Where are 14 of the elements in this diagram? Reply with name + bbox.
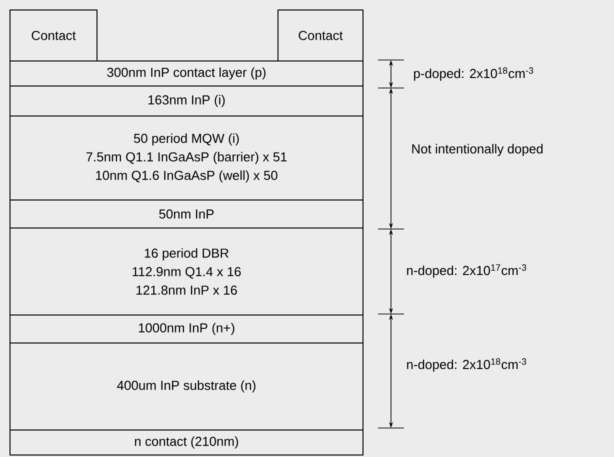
layer-box: 16 period DBR 112.9nm Q1.4 x 16 121.8nm InP x 16 <box>10 228 364 316</box>
layer-box: 1000nm InP (n+) <box>10 314 364 344</box>
doping-label: p-doped: 2x10$^{18}$cm$^{-3}$ <box>414 67 534 81</box>
layer-box: Contact <box>278 10 364 62</box>
layer-box: 50nm InP <box>10 200 364 228</box>
layer-box: Contact <box>10 10 98 62</box>
layer-box: 400um InP substrate (n) <box>10 342 364 430</box>
doping-label: Not intentionally doped <box>412 144 543 156</box>
layer-box: n contact (210nm) <box>10 430 364 456</box>
doping-label: n-doped: 2x10$^{17}$cm$^{-3}$ <box>407 264 526 278</box>
doping-label: n-doped: 2x10$^{18}$cm$^{-3}$ <box>407 358 526 372</box>
layer-box: 163nm InP (i) <box>10 86 364 116</box>
layer-box: 50 period MQW (i) 7.5nm Q1.1 InGaAsP (barrier) x 51 10nm Q1.6 InGaAsP (well) x 50 <box>10 116 364 200</box>
layer-box: 300nm InP contact layer (p) <box>10 60 364 86</box>
